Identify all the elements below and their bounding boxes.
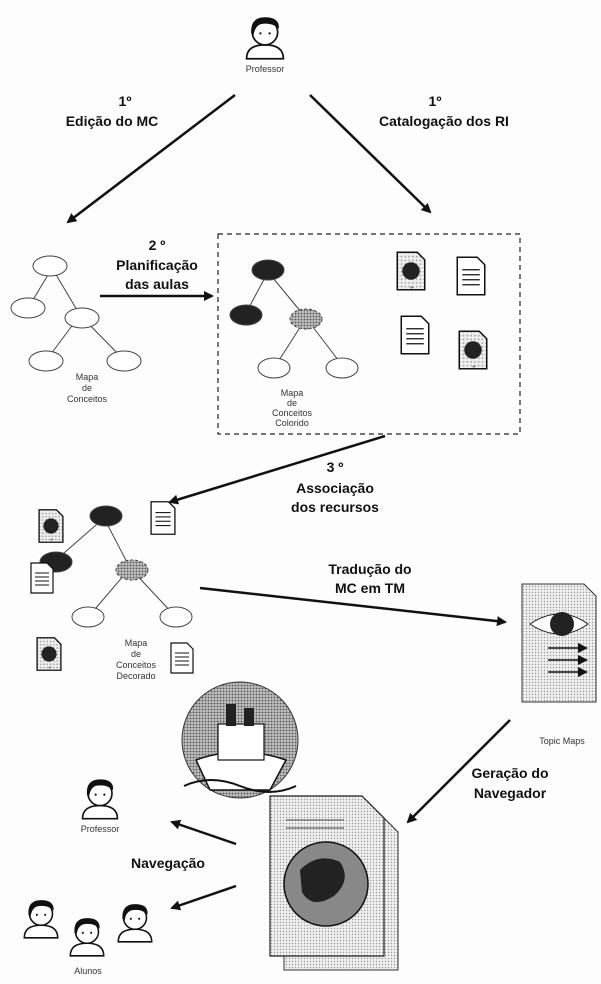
- generation-line1: Geração do: [471, 765, 548, 781]
- colored-map-tree: [229, 259, 359, 379]
- translation-line1: Tradução do: [328, 561, 411, 577]
- colored-map-label-3: Conceitos: [272, 408, 313, 418]
- decorated-map-label-4: Decorado: [116, 671, 155, 681]
- decorated-map-label-3: Conceitos: [116, 660, 157, 670]
- step3-line1: Associação: [296, 480, 374, 496]
- colored-map-label-1: Mapa: [281, 388, 304, 398]
- colored-map-label-2: de: [287, 398, 297, 408]
- step2-line1: Planificação: [116, 257, 198, 273]
- step1-catalog-text: Catalogação dos RI: [379, 113, 509, 129]
- decorated-resource-media-1: [38, 509, 64, 544]
- decorated-resource-text-2: [30, 562, 54, 594]
- decorated-resource-text-1: [150, 501, 176, 535]
- navigation-label: Navegação: [131, 855, 205, 871]
- step2-number: 2 º: [149, 237, 166, 253]
- arrow-to-concept-map: [66, 94, 236, 224]
- arrow-to-catalog: [309, 94, 432, 214]
- decorated-resource-text-3: [170, 642, 194, 674]
- step2-line2: das aulas: [125, 276, 189, 292]
- generation-line2: Navegador: [474, 785, 547, 801]
- resource-text-doc-1: [456, 256, 486, 296]
- translation-line2: MC em TM: [335, 580, 405, 596]
- resource-media-doc-1: [396, 251, 426, 292]
- step3-number: 3 º: [327, 459, 344, 475]
- resource-media-doc-2: [458, 330, 488, 370]
- arrow-navigation-students: [170, 884, 237, 911]
- professor-label-top: Professor: [246, 64, 285, 74]
- concept-map-tree: [10, 255, 142, 372]
- arrow-translation: [199, 586, 507, 627]
- colored-map-label-4: Colorido: [275, 418, 309, 428]
- resource-text-doc-2: [400, 315, 430, 355]
- professor-label-bottom: Professor: [81, 824, 120, 834]
- arrow-generation: [406, 719, 511, 824]
- concept-map-label-2: de: [82, 383, 92, 393]
- student-avatar-1: [23, 899, 59, 939]
- professor-avatar-bottom: [81, 778, 119, 820]
- step1-edit-text: Edição do MC: [66, 113, 159, 129]
- planning-box: [217, 233, 521, 435]
- ship-illustration: [181, 681, 299, 799]
- navigator-document: [269, 795, 399, 971]
- arrow-navigation-professor: [170, 819, 237, 846]
- professor-avatar-top: [245, 16, 285, 60]
- topic-maps-label: Topic Maps: [539, 736, 585, 746]
- student-avatar-2: [69, 917, 105, 957]
- step3-line2: dos recursos: [291, 499, 379, 515]
- concept-map-label-3: Conceitos: [67, 394, 108, 404]
- step1-edit-number: 1º: [119, 93, 132, 109]
- decorated-map-label-2: de: [131, 649, 141, 659]
- student-avatar-3: [117, 903, 153, 943]
- step1-catalog-number: 1º: [429, 93, 442, 109]
- arrow-association: [168, 434, 386, 505]
- decorated-map-tree: [39, 505, 193, 628]
- decorated-resource-media-2: [36, 637, 62, 672]
- concept-map-label-1: Mapa: [76, 372, 99, 382]
- topic-map-document: [521, 583, 597, 703]
- students-label: Alunos: [74, 966, 102, 976]
- decorated-map-label-1: Mapa: [125, 638, 148, 648]
